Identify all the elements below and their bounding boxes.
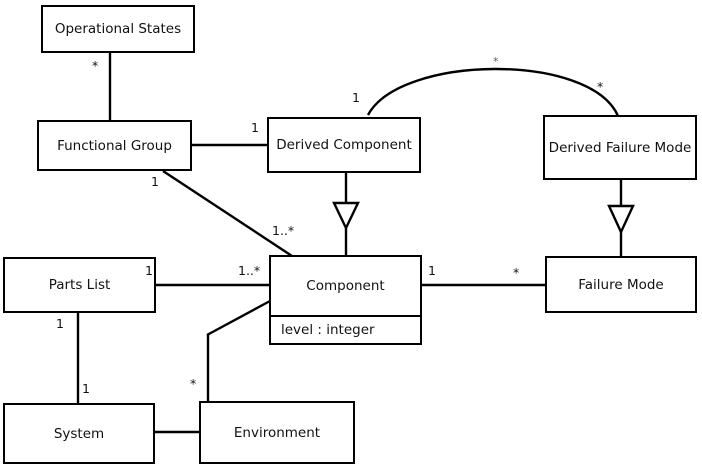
class-derived-failure-mode[interactable]: Derived Failure Mode [543, 115, 697, 180]
multiplicity-parts-list-down-one: 1 [56, 316, 64, 331]
class-component[interactable]: Component level : integer [269, 255, 422, 345]
multiplicity-parts-list-one: 1 [145, 263, 153, 278]
class-system[interactable]: System [3, 403, 155, 464]
multiplicity-component-right-one: 1 [428, 263, 436, 278]
multiplicity-arc-mid-star: * [493, 55, 499, 68]
attribute-component-level: level : integer [281, 322, 375, 338]
class-name-environment: Environment [233, 424, 321, 441]
class-name-parts-list: Parts List [48, 277, 111, 293]
multiplicity-arc-right-star: * [597, 79, 604, 94]
multiplicity-component-diagonal-many: 1..* [272, 223, 295, 238]
multiplicity-component-left-many: 1..* [238, 263, 261, 278]
class-name-failure-mode: Failure Mode [578, 276, 664, 293]
class-name-functional-group: Functional Group [57, 137, 172, 154]
class-failure-mode[interactable]: Failure Mode [545, 256, 697, 313]
edge-functional-group-component [162, 169, 293, 258]
class-name-derived-component: Derived Component [276, 137, 412, 153]
class-attributes-component: level : integer [271, 315, 420, 343]
class-operational-states[interactable]: Operational States [41, 5, 195, 53]
multiplicity-functional-group-derived-component: 1 [251, 120, 259, 135]
class-functional-group[interactable]: Functional Group [37, 120, 192, 171]
class-environment[interactable]: Environment [199, 401, 355, 464]
class-name-operational-states: Operational States [54, 21, 182, 37]
class-parts-list[interactable]: Parts List [3, 257, 156, 313]
class-name-derived-failure-mode: Derived Failure Mode [548, 139, 692, 156]
multiplicity-functional-group-diagonal-one: 1 [151, 174, 159, 189]
edge-derived-component-derived-failure-mode [366, 67, 620, 117]
multiplicity-system-up-one: 1 [82, 381, 90, 396]
generalization-triangle-failure-mode [607, 204, 635, 235]
multiplicity-operational-states-star: * [92, 58, 99, 73]
generalization-triangle-component [332, 201, 360, 231]
multiplicity-arc-left-one: 1 [352, 90, 360, 105]
class-derived-component[interactable]: Derived Component [267, 117, 421, 173]
multiplicity-environment-star: * [190, 376, 197, 391]
edge-component-environment-diagonal [206, 299, 271, 337]
class-name-system: System [53, 425, 105, 442]
class-name-component: Component [306, 278, 385, 294]
multiplicity-failure-mode-star: * [513, 265, 520, 280]
